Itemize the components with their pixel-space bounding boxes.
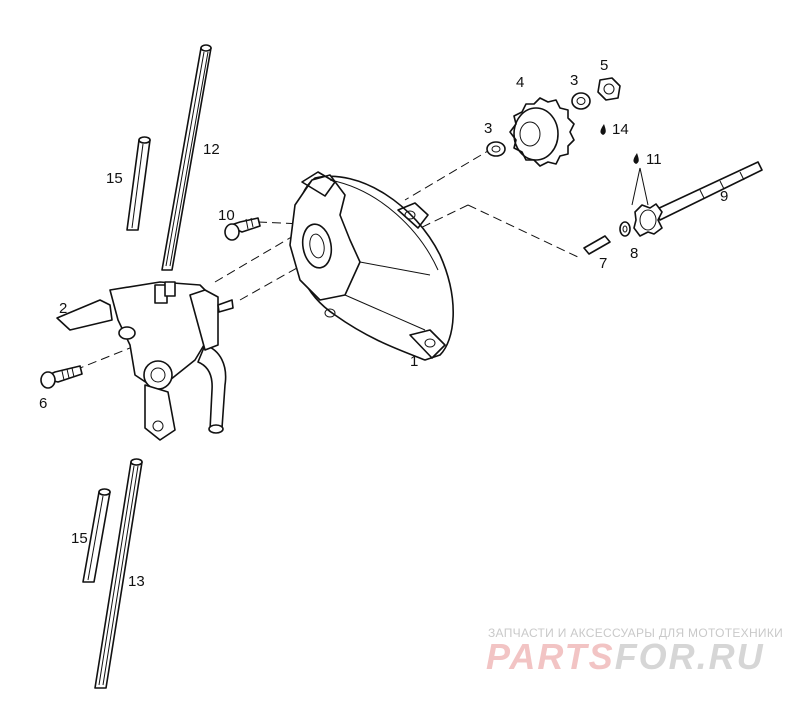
label-part-6: 6 (39, 395, 47, 412)
watermark-logo: PARTSFOR.RU (486, 636, 765, 678)
leader-lines-11 (631, 167, 649, 206)
part-2-oil-pump-assembly (56, 281, 234, 441)
label-part-7: 7 (599, 255, 607, 272)
label-part-15b: 15 (71, 530, 88, 547)
label-part-14: 14 (612, 121, 629, 138)
label-part-12: 12 (203, 141, 220, 158)
part-5-nut (597, 77, 621, 101)
watermark-logo-part2: FOR.RU (614, 636, 765, 677)
part-12-long-hose-top (161, 44, 212, 271)
label-part-3b: 3 (570, 72, 578, 89)
part-15-short-hose-bottom (82, 488, 111, 583)
part-7-pin (583, 235, 611, 255)
part-3-washer-left (486, 141, 506, 157)
label-part-11: 11 (646, 151, 662, 168)
part-8-washer (619, 221, 631, 237)
part-4-gear (509, 97, 575, 167)
part-10-screw (224, 217, 261, 241)
watermark-logo-part1: PARTS (486, 636, 615, 677)
part-3-washer-right (571, 92, 591, 110)
label-part-9: 9 (720, 188, 728, 205)
label-part-1: 1 (410, 353, 418, 370)
label-part-5: 5 (600, 57, 608, 74)
part-9-pump-shaft (633, 161, 763, 237)
watermark-caption: ЗАПЧАСТИ И АКСЕССУАРЫ ДЛЯ МОТОТЕХНИКИ (488, 626, 784, 640)
oil-drop-icon (600, 124, 639, 164)
part-6-screw (40, 365, 83, 389)
label-part-10: 10 (218, 207, 235, 224)
part-13-long-hose-bottom (94, 458, 143, 689)
part-1-cover-plate (289, 171, 454, 361)
part-15-short-hose-top (126, 136, 151, 231)
label-part-2: 2 (59, 300, 67, 317)
label-part-3a: 3 (484, 120, 492, 137)
label-part-13: 13 (128, 573, 145, 590)
label-part-15a: 15 (106, 170, 123, 187)
label-part-8: 8 (630, 245, 638, 262)
label-part-4: 4 (516, 74, 524, 91)
